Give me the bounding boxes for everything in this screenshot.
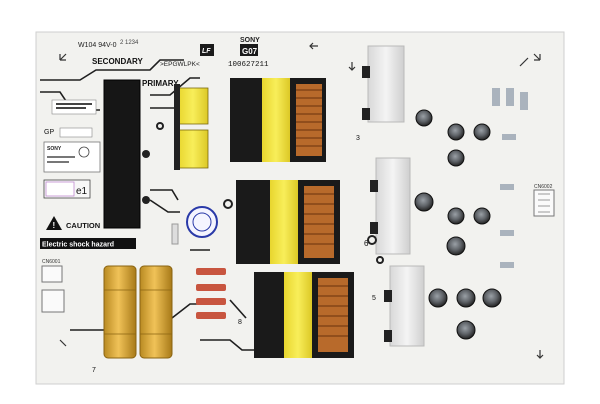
- part-number-text: 100627211: [228, 61, 269, 69]
- small-components: [171, 88, 528, 268]
- line-filter-chokes: [174, 84, 209, 170]
- secondary-heatsinks: [362, 45, 425, 347]
- bulk-capacitors: [103, 265, 173, 359]
- primary-label: PRIMARY: [142, 79, 179, 88]
- brand-text: SONY: [240, 37, 260, 44]
- caution-text: Electric shock hazard: [42, 242, 114, 249]
- connector-label-2: CN6002: [534, 184, 553, 190]
- svg-text:!: !: [53, 221, 56, 230]
- connectors: [41, 189, 555, 313]
- label-3: 3: [356, 135, 360, 142]
- output-capacitors: [414, 109, 502, 340]
- svg-text:LF: LF: [202, 48, 211, 55]
- svg-text:G07: G07: [242, 47, 258, 56]
- transformer-t3: [254, 272, 354, 358]
- secondary-label: SECONDARY: [92, 57, 143, 66]
- svg-text:SONY: SONY: [47, 146, 62, 152]
- label-7: 7: [92, 367, 96, 374]
- mounting-holes: [156, 122, 384, 264]
- label-gp: GP: [44, 129, 54, 136]
- svg-text:e1: e1: [76, 186, 88, 197]
- label-8: 8: [238, 319, 242, 326]
- connector-label-1: CN6001: [42, 259, 61, 265]
- g07-badge: G07: [240, 44, 258, 56]
- qc-sticker: [186, 206, 218, 238]
- transformer-t1: [230, 78, 326, 162]
- rating-text: W104 94V-0: [78, 42, 117, 49]
- corner-arrows: [59, 42, 544, 359]
- label-5: 5: [372, 295, 376, 302]
- transformer-t2: [236, 180, 340, 264]
- barcode-labels: SONY e1: [43, 99, 101, 199]
- lf-logo: LF: [200, 44, 214, 56]
- label-6: 6: [364, 239, 369, 248]
- snubber-resistors: [196, 268, 226, 319]
- date-text: 2 1234: [120, 40, 139, 46]
- caution-warning: ! CAUTION Electric shock hazard: [40, 216, 136, 249]
- material-text: >EPGWLPK<: [160, 61, 200, 68]
- caution-title: CAUTION: [66, 221, 100, 230]
- bridge-rectifier-heatsink: [103, 79, 150, 229]
